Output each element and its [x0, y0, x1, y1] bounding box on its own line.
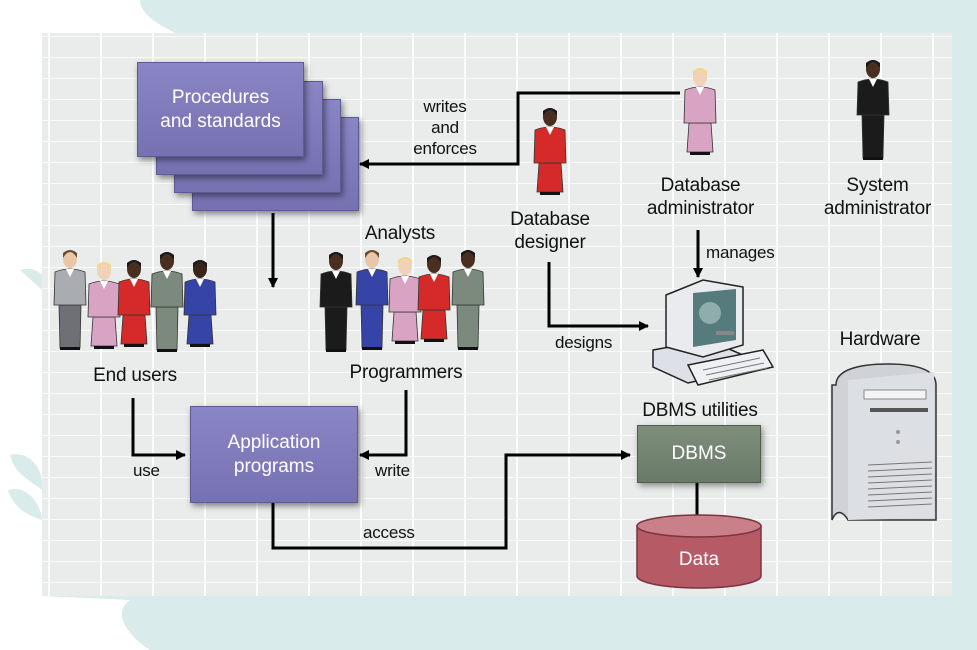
procedures-label-line1: Procedures [171, 86, 270, 108]
analyst-programmer-figure [355, 250, 389, 350]
analyst-programmer-figure [319, 252, 353, 352]
system-administrator-figure [856, 60, 890, 160]
label-line: designer [514, 232, 586, 253]
write-label: write [375, 461, 410, 480]
edge-write [359, 390, 408, 460]
application-programs-box[interactable]: Application programs [190, 406, 358, 503]
computer-icon[interactable] [648, 275, 788, 395]
application-label-line1: Application [227, 431, 321, 453]
dbms-label: DBMS [671, 443, 727, 464]
end-users-label: End users [93, 365, 177, 386]
end-user-figure [183, 260, 217, 347]
access-label: access [363, 523, 415, 542]
label-line: Database [510, 209, 590, 230]
end-user-figure [53, 250, 87, 350]
server-tower-icon[interactable] [828, 360, 948, 530]
use-label: use [133, 461, 160, 480]
end-user-figure [117, 260, 151, 347]
database-administrator-label: Database administrator [628, 174, 773, 220]
data-label-wrap: Data [635, 540, 763, 580]
writes-enforces-label: writes and enforces [405, 96, 485, 159]
end-user-figure [150, 252, 184, 352]
label-line: writes [423, 97, 467, 116]
label-line: Database [660, 175, 741, 196]
procedures-and-standards-box[interactable]: Procedures and standards [137, 62, 304, 157]
label-line: administrator [823, 198, 932, 219]
database-administrator-figure [683, 68, 717, 155]
hardware-label: Hardware [839, 329, 921, 350]
edge-use [131, 398, 186, 460]
database-designer-figure [533, 108, 567, 195]
label-line: enforces [413, 139, 477, 158]
database-designer-label: Database designer [495, 208, 605, 254]
edge-designs [547, 262, 649, 331]
dbms-box[interactable]: DBMS [637, 425, 761, 483]
label-line: administrator [646, 198, 755, 219]
edge-access [271, 450, 631, 550]
designs-label: designs [555, 333, 613, 352]
application-label-line2: programs [233, 455, 315, 477]
programmers-label: Programmers [349, 362, 463, 383]
system-administrator-label: System administrator [805, 174, 950, 220]
analyst-programmer-figure [451, 250, 485, 350]
data-cylinder-icon[interactable] [635, 514, 765, 594]
label-line: System [846, 175, 909, 196]
dbms-utilities-label: DBMS utilities [642, 400, 758, 421]
procedures-label-line2: and standards [160, 110, 281, 132]
analyst-programmer-figure [388, 257, 422, 344]
end-user-figure [87, 262, 121, 349]
data-label: Data [678, 549, 720, 570]
manages-label: manages [706, 243, 775, 262]
analysts-label: Analysts [364, 223, 436, 244]
edge-writes-enforces [359, 91, 680, 169]
label-line: and [431, 118, 459, 137]
analyst-programmer-figure [417, 255, 451, 342]
